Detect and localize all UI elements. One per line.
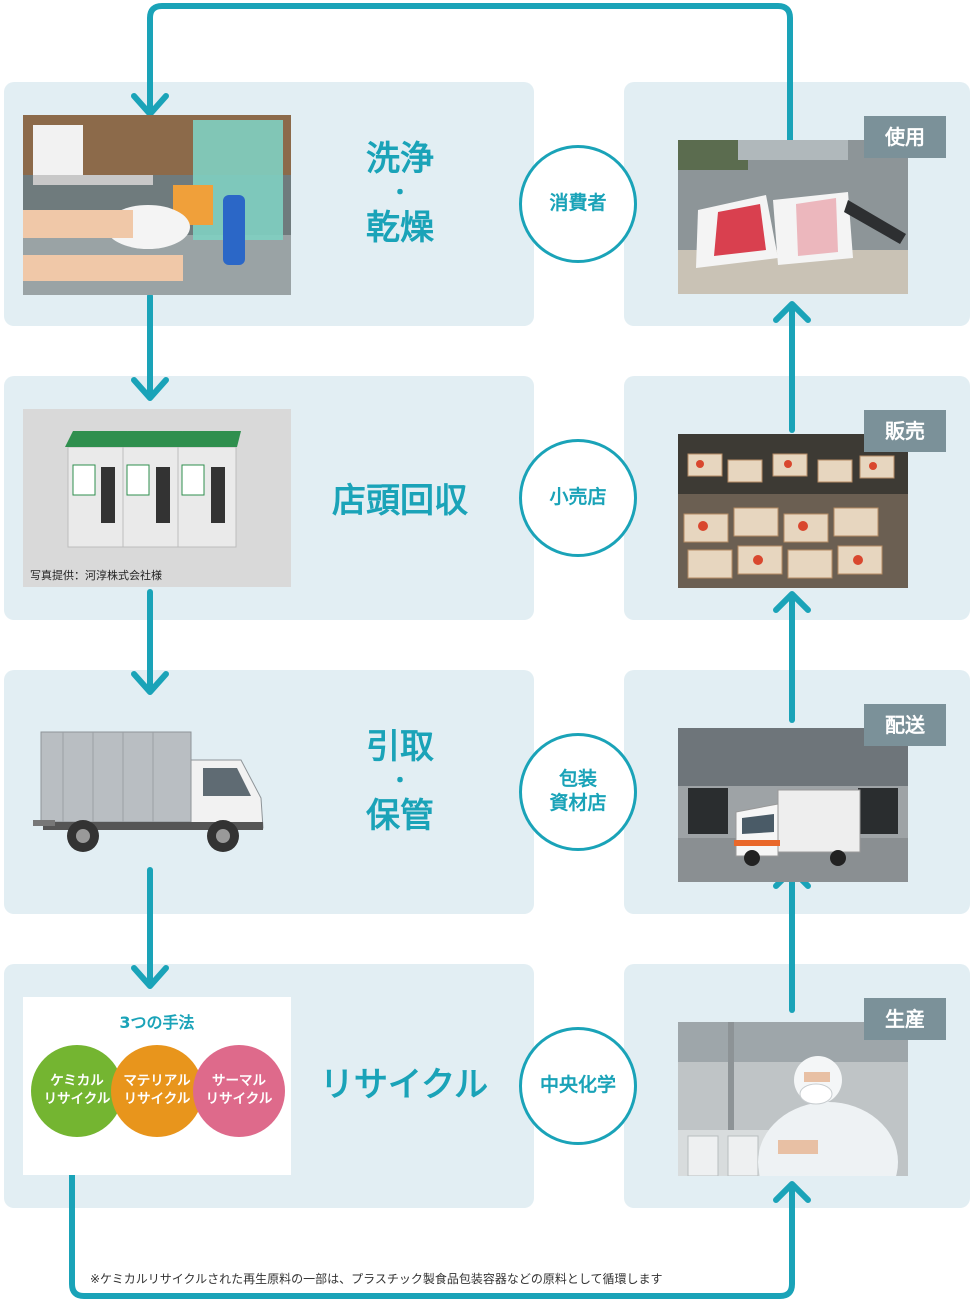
arrowhead-sale bbox=[773, 591, 811, 613]
stage-title-collection: 店頭回収 bbox=[310, 480, 490, 523]
stage-title-collection-text: 店頭回収 bbox=[332, 481, 468, 521]
method-material-line2: リサイクル bbox=[123, 1091, 191, 1107]
actor-chuo-kagaku: 中央化学 bbox=[519, 1027, 637, 1145]
title-dot: ・ bbox=[388, 768, 411, 794]
warehouse-truck-photo bbox=[678, 728, 908, 882]
factory-worker-photo bbox=[678, 1022, 908, 1176]
title-dot: ・ bbox=[388, 180, 411, 206]
arrowhead-washing bbox=[131, 93, 169, 117]
footnote: ※ケミカルリサイクルされた再生原料の一部は、プラスチック製食品包装容器などの原料… bbox=[90, 1272, 663, 1286]
actor-chuo-kagaku-line1: 中央化学 bbox=[539, 1074, 616, 1097]
stage-title-pickup: 引取 ・ 保管 bbox=[330, 726, 470, 837]
method-thermal-line1: サーマル bbox=[212, 1073, 266, 1090]
truck-photo bbox=[23, 720, 291, 870]
stage-title-pickup-line2: 保管 bbox=[366, 795, 434, 836]
stage-title-washing-line1: 洗浄 bbox=[366, 139, 434, 179]
actor-packaging-store-line1: 包装 bbox=[558, 768, 597, 791]
actor-consumer: 消費者 bbox=[519, 145, 637, 263]
method-chemical: ケミカル リサイクル bbox=[31, 1045, 123, 1137]
method-thermal: サーマル リサイクル bbox=[193, 1045, 285, 1137]
actor-retailer-line1: 小売店 bbox=[549, 486, 607, 509]
washing-photo bbox=[23, 115, 291, 295]
method-material: マテリアル リサイクル bbox=[111, 1045, 203, 1137]
arrowhead-pickup bbox=[131, 671, 169, 695]
method-thermal-line2: リサイクル bbox=[205, 1091, 273, 1107]
arrow-recycle-to-production bbox=[69, 1137, 795, 1299]
method-chemical-line2: リサイクル bbox=[43, 1091, 111, 1107]
stage-tag-sale: 販売 bbox=[864, 410, 946, 452]
actor-consumer-line1: 消費者 bbox=[549, 192, 607, 215]
method-chemical-line1: ケミカル bbox=[50, 1073, 104, 1090]
stage-title-pickup-line1: 引取 bbox=[366, 727, 434, 767]
methods-title: 3つの手法 bbox=[119, 1013, 195, 1032]
stage-tag-production: 生産 bbox=[864, 998, 946, 1040]
method-material-line1: マテリアル bbox=[123, 1073, 191, 1090]
arrowhead-use bbox=[773, 301, 811, 323]
stage-title-washing-line2: 乾燥 bbox=[366, 207, 434, 248]
arrowhead-recycle bbox=[131, 965, 169, 989]
actor-packaging-store: 包装 資材店 bbox=[519, 733, 637, 851]
stage-title-recycle: リサイクル bbox=[306, 1064, 502, 1107]
recycle-methods-box: 3つの手法 ケミカル リサイクル マテリアル リサイクル サーマル リサイクル bbox=[23, 997, 291, 1175]
arrowhead-production bbox=[773, 1181, 811, 1203]
actor-packaging-store-line2: 資材店 bbox=[549, 792, 607, 814]
stage-tag-delivery: 配送 bbox=[864, 704, 946, 746]
collection-bins-photo bbox=[23, 409, 291, 587]
meat-tray-photo bbox=[678, 140, 908, 294]
photo-credit: 写真提供：河淳株式会社様 bbox=[30, 569, 162, 582]
stage-tag-use: 使用 bbox=[864, 116, 946, 158]
actor-retailer: 小売店 bbox=[519, 439, 637, 557]
arrowhead-collection bbox=[131, 377, 169, 401]
arrow-use-to-washing bbox=[147, 3, 793, 143]
store-shelf-photo bbox=[678, 434, 908, 588]
stage-title-washing: 洗浄 ・ 乾燥 bbox=[330, 138, 470, 249]
stage-title-recycle-text: リサイクル bbox=[319, 1065, 489, 1105]
